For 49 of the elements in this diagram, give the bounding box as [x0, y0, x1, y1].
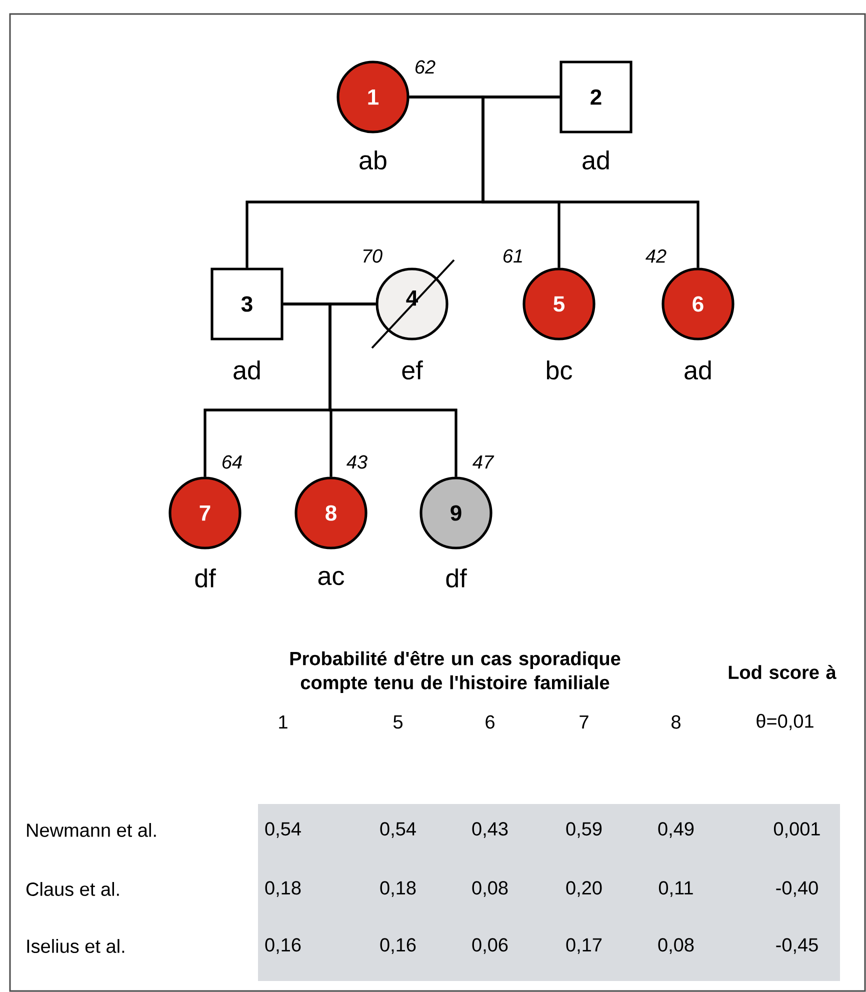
male-square: 3 [210, 268, 284, 340]
table-cell: 0,11 [658, 881, 693, 897]
table-cell: 0,16 [265, 938, 301, 954]
male-square: 2 [560, 60, 632, 134]
table-cell: 0,54 [380, 822, 416, 838]
table-cell: 0,18 [265, 881, 301, 897]
row-label: Claus et al. [26, 882, 119, 896]
genotype-label: ac [318, 570, 344, 586]
column-number: θ=0,01 [756, 714, 814, 730]
table-cell: 0,08 [472, 881, 508, 897]
column-number: 6 [486, 715, 494, 729]
table-cell: 0,16 [380, 938, 416, 954]
age-label: 64 [222, 455, 242, 469]
table-cell: 0,49 [658, 822, 694, 838]
column-number: 7 [580, 715, 588, 729]
table-cell: -0,45 [776, 938, 818, 954]
age-label: 62 [416, 60, 436, 74]
age-label: 61 [504, 249, 522, 263]
genotype-label: ad [234, 360, 260, 380]
genotype-label: ef [402, 360, 423, 380]
genotype-label: bc [546, 360, 572, 380]
age-label: 70 [363, 249, 382, 263]
genotype-label: ad [582, 150, 609, 170]
row-label: Newmann et al. [27, 823, 156, 837]
table-cell: 0,20 [566, 881, 602, 897]
table-cell: 0,17 [566, 938, 602, 954]
column-heading: Probabilité d'être un cas sporadique compte tenu de l'histoire familiale [290, 650, 620, 694]
descent-line [328, 302, 458, 477]
table-cell: -0,40 [776, 881, 818, 897]
age-label: 42 [646, 249, 666, 263]
table-cell: 0,54 [265, 822, 301, 838]
column-number: 5 [393, 715, 402, 729]
column-number: 8 [672, 715, 680, 729]
descent-line [482, 96, 700, 268]
age-label: 47 [472, 455, 494, 469]
row-label: Iselius et al. [27, 939, 124, 953]
column-heading: Lod score à [728, 664, 836, 680]
table-cell: 0,08 [658, 938, 694, 954]
table-cell: 0,001 [774, 822, 820, 838]
column-number: 1 [279, 715, 288, 729]
age-label: 43 [346, 455, 368, 469]
genotype-label: df [446, 568, 467, 588]
genotype-label: ad [684, 360, 711, 380]
table-cell: 0,59 [566, 822, 602, 838]
genotype-label: df [195, 568, 216, 588]
table-cell: 0,43 [472, 822, 508, 838]
genotype-label: ab [360, 150, 386, 170]
table-cell: 0,18 [380, 881, 416, 897]
table-cell: 0,06 [472, 938, 508, 954]
